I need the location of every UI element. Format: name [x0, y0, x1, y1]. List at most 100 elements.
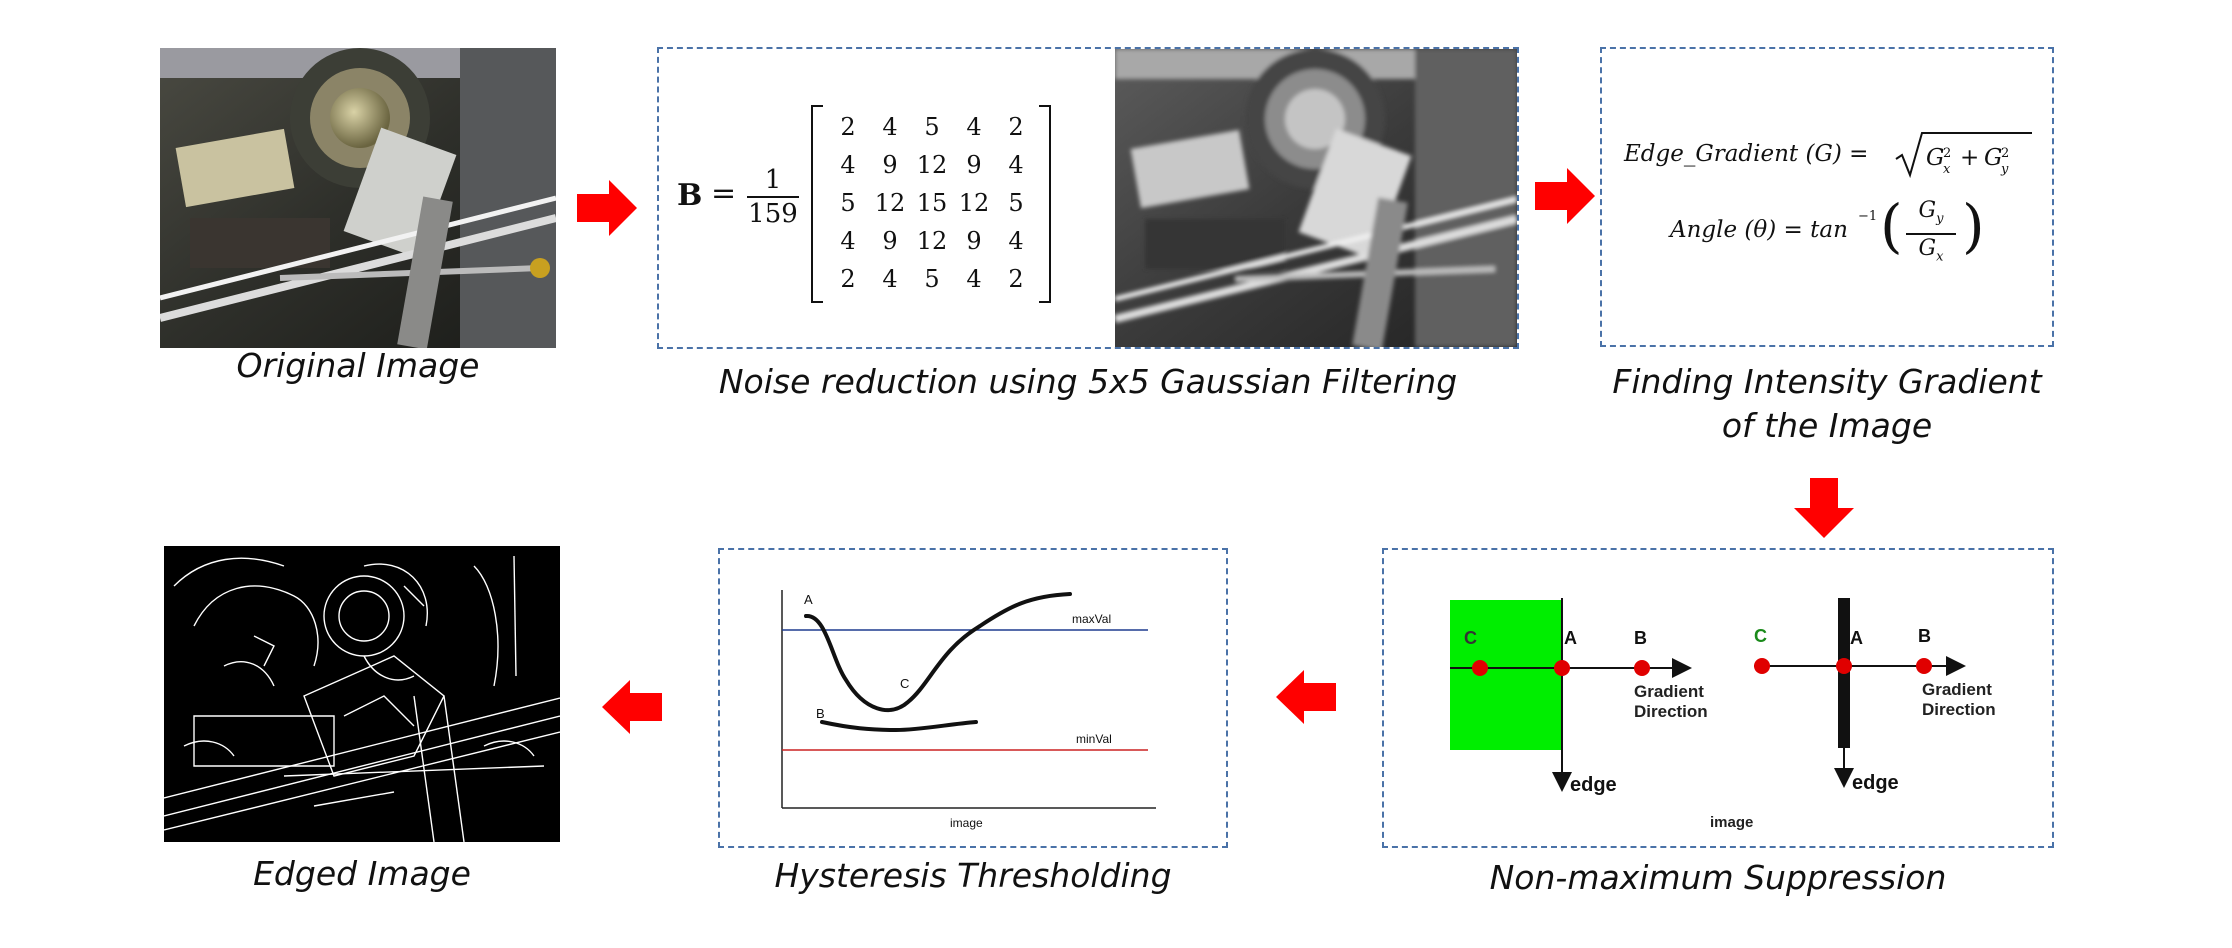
matrix-cell: 4 — [1008, 151, 1024, 179]
matrix-cell: 4 — [882, 265, 898, 293]
matrix-cell: 2 — [840, 113, 856, 141]
close-paren: ) — [1962, 192, 1985, 260]
tan-exponent: −1 — [1858, 209, 1878, 224]
nms-diagram — [1450, 598, 1966, 792]
gy-subscript: y — [1936, 211, 1944, 227]
caption-edged: Edged Image — [253, 854, 471, 893]
matrix-cell: 4 — [1008, 227, 1024, 255]
matrix-cell: 9 — [966, 151, 982, 179]
nms-right-edge-label: edge — [1852, 772, 1899, 794]
matrix-cell: 5 — [840, 189, 856, 217]
arrow-right-icon — [1535, 168, 1595, 224]
nms-left-label-b: B — [1634, 628, 1647, 648]
svg-text:y: y — [2000, 162, 2009, 177]
fraction: 1 159 — [743, 164, 803, 230]
angle-equation: Angle (θ) = tan −1 ( Gy Gx ) — [1670, 189, 2010, 299]
gy-symbol: G — [1918, 198, 1937, 223]
matrix-row: 2 4 5 4 2 — [827, 108, 1037, 146]
open-paren: ( — [1880, 192, 1903, 260]
curve-label-c: C — [900, 676, 910, 691]
gradient-box: Edge_Gradient (G) = G 2 x + G 2 y Angle … — [1600, 47, 2054, 347]
right-bracket — [1039, 105, 1051, 303]
caption-original: Original Image — [236, 346, 480, 385]
svg-text:G: G — [1926, 145, 1944, 171]
matrix-cell: 5 — [924, 113, 940, 141]
angle-label: Angle (θ) = tan — [1670, 217, 1848, 243]
caption-gradient-line1: Finding Intensity Gradient — [1612, 362, 2042, 401]
kernel-matrix: 2 4 5 4 2 4 9 12 9 4 5 12 15 12 5 4 — [827, 108, 1037, 298]
nms-right-gradient-line2: Direction — [1922, 700, 1996, 719]
nms-left-label-a: A — [1564, 628, 1577, 648]
max-val-label: maxVal — [1072, 612, 1112, 626]
curve-label-a: A — [804, 592, 813, 607]
original-image — [160, 48, 556, 348]
fraction-numerator: 1 — [764, 165, 782, 195]
matrix-cell: 12 — [958, 189, 990, 217]
matrix-cell: 15 — [916, 189, 948, 217]
nms-right-label-c: C — [1754, 626, 1767, 646]
noise-reduction-box: B = 1 159 2 4 5 4 2 4 9 12 9 4 — [657, 47, 1519, 349]
matrix-cell: 4 — [840, 227, 856, 255]
matrix-row: 4 9 12 9 4 — [827, 222, 1037, 260]
gaussian-kernel-formula: B = 1 159 2 4 5 4 2 4 9 12 9 4 — [677, 104, 1057, 304]
edge-gradient-equation: Edge_Gradient (G) = G 2 x + G 2 y — [1624, 129, 2044, 185]
curve-label-b: B — [816, 706, 825, 721]
fraction-bar — [1906, 233, 1956, 236]
nms-image-label: image — [1710, 814, 1754, 831]
blurred-grayscale-image — [1115, 49, 1517, 347]
matrix-cell: 9 — [966, 227, 982, 255]
matrix-cell: 2 — [840, 265, 856, 293]
caption-nms: Non-maximum Suppression — [1489, 858, 1947, 897]
angle-fraction: Gy Gx — [1906, 197, 1956, 272]
matrix-cell: 9 — [882, 227, 898, 255]
equals-sign: = — [711, 176, 737, 211]
matrix-cell: 2 — [1008, 113, 1024, 141]
arrow-down-icon — [1794, 478, 1854, 538]
matrix-cell: 9 — [882, 151, 898, 179]
svg-text:2: 2 — [1943, 146, 1951, 161]
fraction-bar — [747, 196, 799, 198]
nms-right-gradient-line1: Gradient — [1922, 680, 1992, 699]
nms-left-label-c: C — [1464, 628, 1477, 648]
matrix-cell: 2 — [1008, 265, 1024, 293]
nms-box: C A B Gradient Direction edge C A B Grad… — [1382, 548, 2054, 848]
matrix-cell: 5 — [924, 265, 940, 293]
matrix-row: 2 4 5 4 2 — [827, 260, 1037, 298]
x-axis-label: image — [950, 816, 983, 830]
caption-gradient: Finding Intensity Gradient of the Image — [1600, 360, 2054, 448]
caption-gradient-line2: of the Image — [1721, 406, 1933, 445]
gx-subscript: x — [1936, 249, 1944, 265]
matrix-cell: 12 — [874, 189, 906, 217]
svg-text:x: x — [1943, 162, 1951, 177]
svg-text:2: 2 — [2001, 146, 2009, 161]
matrix-cell: 4 — [840, 151, 856, 179]
matrix-cell: 12 — [916, 227, 948, 255]
svg-text:G: G — [1984, 145, 2002, 171]
sqrt-icon: G 2 x + G 2 y — [1895, 132, 2032, 179]
matrix-row: 4 9 12 9 4 — [827, 146, 1037, 184]
arrow-right-icon — [577, 180, 637, 236]
matrix-row: 5 12 15 12 5 — [827, 184, 1037, 222]
hysteresis-chart — [781, 590, 1156, 809]
gx-symbol: G — [1918, 236, 1937, 262]
matrix-cell: 4 — [966, 265, 982, 293]
matrix-cell: 5 — [1008, 189, 1024, 217]
arrow-left-icon — [602, 680, 662, 734]
svg-text:+: + — [1960, 145, 1979, 171]
edged-image — [164, 546, 560, 842]
nms-left-gradient-line1: Gradient — [1634, 682, 1704, 701]
caption-noise-reduction: Noise reduction using 5x5 Gaussian Filte… — [718, 362, 1458, 401]
matrix-cell: 4 — [882, 113, 898, 141]
matrix-cell: 4 — [966, 113, 982, 141]
nms-right-label-a: A — [1850, 628, 1863, 648]
matrix-label: B — [677, 178, 703, 213]
min-val-label: minVal — [1076, 732, 1112, 746]
fraction-denominator: 159 — [748, 199, 798, 229]
hysteresis-box: A C B maxVal minVal image — [718, 548, 1228, 848]
matrix-cell: 12 — [916, 151, 948, 179]
caption-hysteresis: Hysteresis Thresholding — [774, 856, 1172, 895]
edge-gradient-label: Edge_Gradient (G) = — [1624, 141, 1869, 167]
nms-left-gradient-line2: Direction — [1634, 702, 1708, 721]
fraction-numerator: Gy — [1906, 197, 1956, 233]
fraction-denominator: Gx — [1906, 235, 1956, 271]
